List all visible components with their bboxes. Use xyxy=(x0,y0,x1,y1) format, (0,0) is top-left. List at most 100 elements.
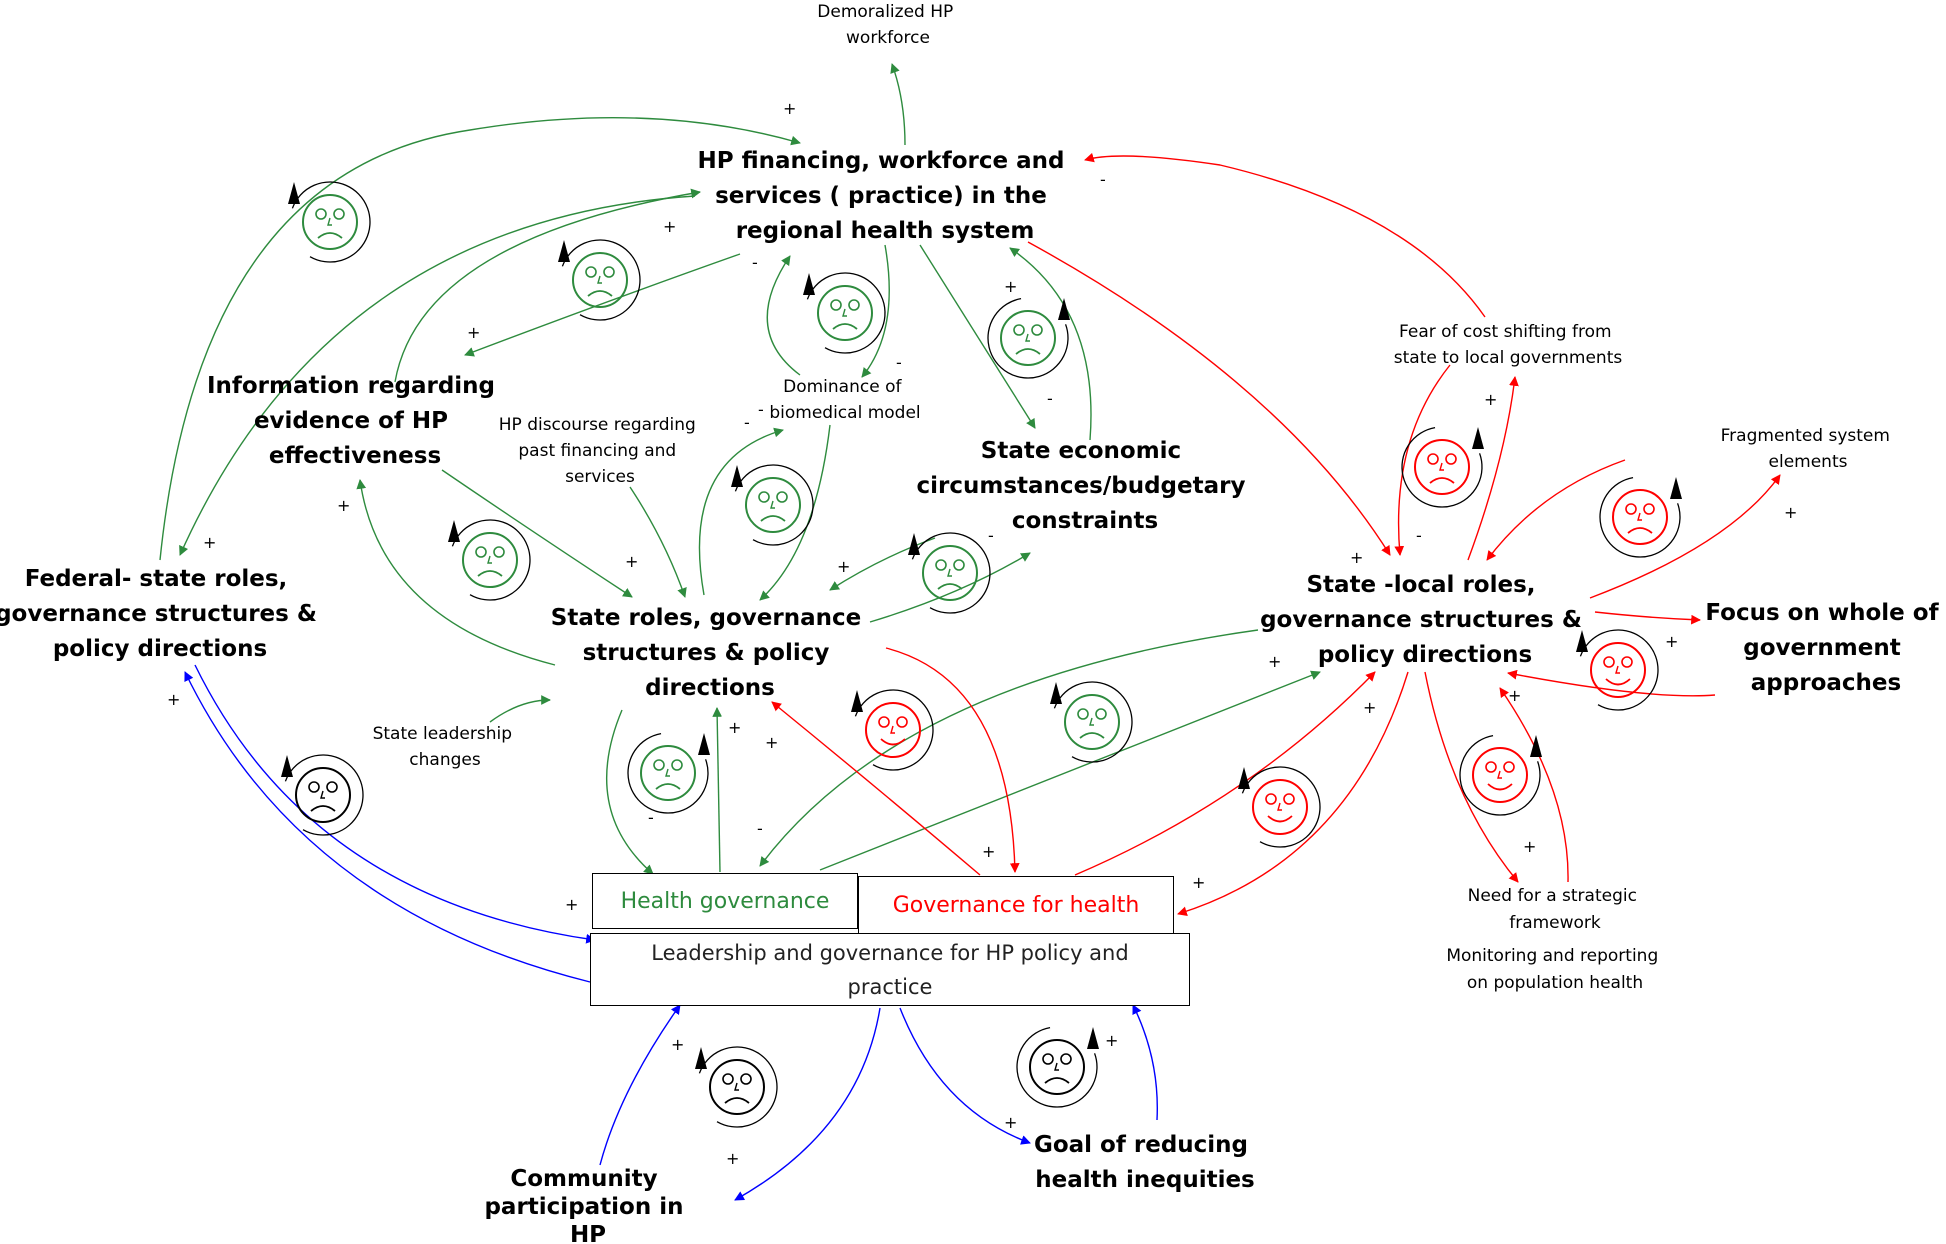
link-federal-to-financing-outer xyxy=(159,116,801,561)
loop-direction-icon xyxy=(1050,682,1062,704)
smiley-face-icon xyxy=(1576,629,1659,711)
sign-plus: + xyxy=(565,895,578,914)
sign-minus: - xyxy=(648,808,654,827)
link-fear-to-financing xyxy=(1084,152,1486,318)
node-fragmented-system: Fragmented system elements xyxy=(1721,426,1896,472)
loop-direction-icon xyxy=(851,690,863,712)
governance-for-health-box: Governance for health xyxy=(858,876,1174,934)
link-federal-to-leadership xyxy=(194,664,596,944)
link-need-to-statelocal xyxy=(1499,687,1569,883)
link-statelocal-to-fragmented xyxy=(1589,474,1781,599)
link-dominance-to-state xyxy=(759,424,831,601)
smiley-face-icon xyxy=(1459,734,1542,816)
loop-arrow-icon xyxy=(1016,1026,1098,1108)
sign-plus: + xyxy=(167,690,180,709)
sign-plus: + xyxy=(1508,686,1521,705)
link-leadership-to-community xyxy=(734,1007,881,1201)
loop-arrow-icon xyxy=(987,297,1069,379)
link-statelocal-to-governance-for-health xyxy=(1177,671,1409,917)
loop-direction-icon xyxy=(288,182,300,204)
link-fragmented-to-statelocal xyxy=(1486,459,1626,561)
link-state-to-governance-for-health xyxy=(885,647,1020,873)
loop-arrow-icon xyxy=(627,732,709,814)
leadership-governance-box: Leadership and governance for HP policy … xyxy=(590,933,1190,1006)
health-governance-box: Health governance xyxy=(592,873,858,929)
node-state-local-roles: State -local roles, governance structure… xyxy=(1260,572,1590,668)
sign-minus: - xyxy=(1047,389,1053,408)
loop-arrow-icon xyxy=(1241,766,1321,848)
loop-arrow-icon xyxy=(291,181,371,263)
node-dominance-biomedical: Dominance of biomedical model xyxy=(769,377,920,423)
loop-direction-icon xyxy=(695,1047,707,1069)
node-federal-state-roles: Federal- state roles, governance structu… xyxy=(0,566,325,662)
sign-minus: - xyxy=(1416,526,1422,545)
sign-plus: + xyxy=(1004,1113,1017,1132)
link-leadership-changes-to-state xyxy=(489,695,551,723)
sign-plus: + xyxy=(1004,277,1017,296)
node-information-evidence: Information regarding evidence of HP eff… xyxy=(207,373,503,469)
smiley-face-icon xyxy=(851,689,934,771)
loop-arrow-icon xyxy=(1053,681,1133,763)
link-leadership-to-federal xyxy=(184,671,591,983)
sign-plus: + xyxy=(1523,837,1536,856)
sad-face-icon xyxy=(987,297,1070,379)
node-fear-cost-shifting: Fear of cost shifting from state to loca… xyxy=(1394,322,1623,368)
link-state-to-dominance xyxy=(698,427,784,596)
sign-plus: + xyxy=(728,718,741,737)
loop-arrow-icon xyxy=(1401,426,1483,508)
sad-face-icon xyxy=(731,464,814,546)
link-statelocal-to-fear xyxy=(1467,376,1519,561)
link-state-to-economic xyxy=(869,552,1031,623)
loop-direction-icon xyxy=(1058,298,1070,320)
blue-links xyxy=(184,664,1158,1201)
loop-arrow-icon xyxy=(1579,629,1659,711)
node-state-economic: State economic circumstances/budgetary c… xyxy=(917,438,1254,534)
loop-indicators xyxy=(281,181,1682,1128)
link-financing-to-economic xyxy=(919,244,1036,429)
link-information-to-state xyxy=(441,469,633,598)
loop-arrow-icon xyxy=(1459,734,1541,816)
sign-plus: + xyxy=(1363,698,1376,717)
node-demoralized-hp-workforce: Demoralized HP workforce xyxy=(817,2,958,48)
link-financing-to-statelocal xyxy=(1027,241,1391,556)
node-monitoring-reporting: Monitoring and reporting on population h… xyxy=(1446,946,1663,993)
green-links xyxy=(159,63,1321,875)
link-state-to-health-governance xyxy=(605,709,654,875)
loop-arrow-icon xyxy=(806,272,886,354)
link-financing-to-dominance xyxy=(861,244,890,378)
link-focus-to-statelocal xyxy=(1507,669,1716,697)
sign-plus: + xyxy=(203,533,216,552)
link-state-to-information xyxy=(356,479,556,666)
node-state-leadership-changes: State leadership changes xyxy=(373,724,518,770)
sign-plus: + xyxy=(837,557,850,576)
sad-face-icon xyxy=(803,272,886,354)
loop-direction-icon xyxy=(908,533,920,555)
sad-face-icon xyxy=(281,754,364,836)
link-fear-to-statelocal xyxy=(1394,364,1451,556)
link-financing-to-information xyxy=(464,253,741,357)
sign-plus: + xyxy=(663,217,676,236)
loop-arrow-icon xyxy=(561,239,641,321)
polarity-signs: + - + - + - - + - - + + + + - + - + + + … xyxy=(167,99,1797,1168)
sad-face-icon xyxy=(1050,681,1133,763)
sad-face-icon xyxy=(558,239,641,321)
governance-for-health-label: Governance for health xyxy=(892,892,1140,918)
sad-face-icon xyxy=(1016,1026,1099,1108)
sign-plus: + xyxy=(1105,1031,1118,1050)
loop-direction-icon xyxy=(803,273,815,295)
loop-direction-icon xyxy=(731,465,743,487)
sign-plus: + xyxy=(1784,503,1797,522)
link-information-to-financing xyxy=(394,188,701,383)
link-community-to-leadership xyxy=(599,1004,681,1166)
sign-plus: + xyxy=(982,842,995,861)
link-governance-for-health-to-statelocal xyxy=(1074,671,1376,876)
link-statelocal-to-health-governance xyxy=(759,629,1259,867)
loop-direction-icon xyxy=(1087,1027,1099,1049)
sign-plus: + xyxy=(1484,390,1497,409)
loop-direction-icon xyxy=(1472,427,1484,449)
sign-minus: - xyxy=(1100,170,1106,189)
sign-plus: + xyxy=(726,1149,739,1168)
link-statelocal-to-focus xyxy=(1594,611,1701,625)
